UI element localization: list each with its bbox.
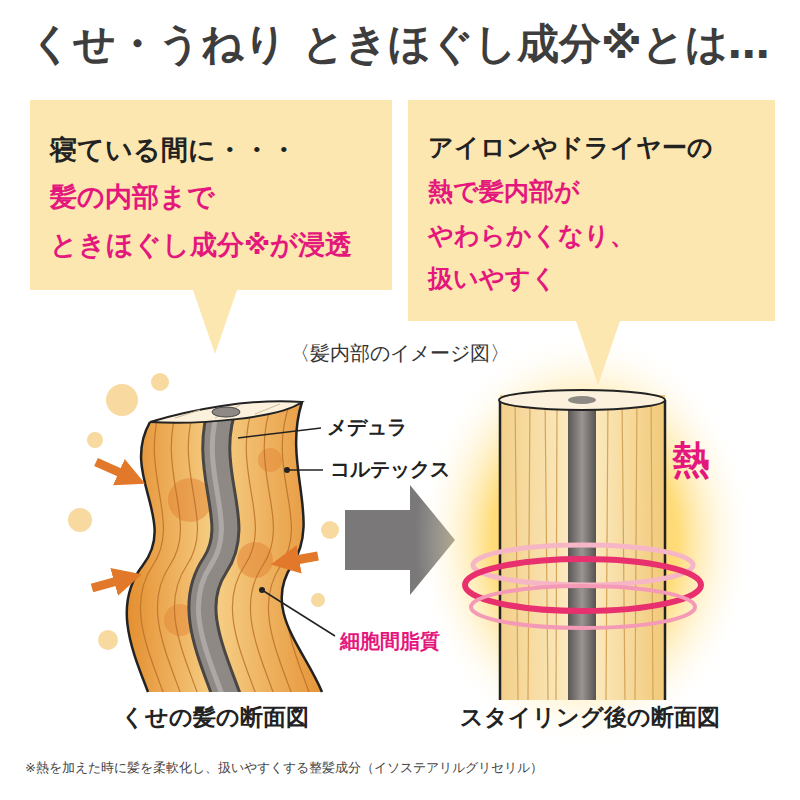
footnote: ※熱を加えた時に髪を柔軟化し、扱いやすくする整髪成分（イソステアリルグリセリル）: [25, 760, 543, 777]
part-name: コルテックス: [330, 456, 450, 482]
part-name: 細胞間脂質: [340, 628, 440, 654]
figure-heading: 〈髪内部のイメージ図〉: [290, 340, 510, 366]
heat-label: 熱: [672, 436, 710, 485]
page-title: くせ・うねり ときほぐし成分※とは…: [0, 16, 800, 72]
bubble-body: 髪の内部まで ときほぐし成分※が浸透: [50, 173, 380, 268]
speech-bubble: 寝ている間に・・・髪の内部まで ときほぐし成分※が浸透: [30, 100, 392, 290]
speech-bubble: アイロンやドライヤーの熱で髪内部が やわらかくなり、扱いやすく: [408, 100, 775, 321]
part-name: メデュラ: [327, 414, 407, 440]
figure-caption: くせの髪の断面図: [121, 703, 309, 733]
bubble-heading: アイロンやドライヤーの: [428, 126, 763, 170]
bubble-heading: 寝ている間に・・・: [50, 126, 380, 173]
bubble-body: 熱で髪内部が やわらかくなり、扱いやすく: [428, 170, 763, 301]
bubble-outline: [30, 100, 392, 354]
figure-caption: スタイリング後の断面図: [460, 703, 720, 733]
